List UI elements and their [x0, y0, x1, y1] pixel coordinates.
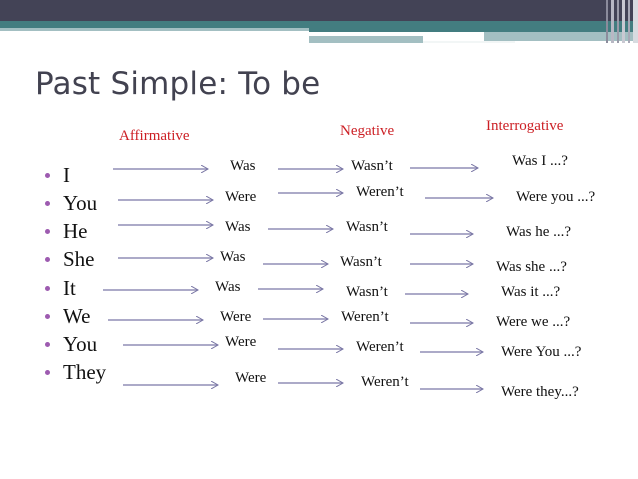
- header-band-light: [0, 28, 310, 31]
- header-band-faint: [423, 41, 515, 43]
- header-stripe: [622, 0, 625, 43]
- negative-word: Wasn’t: [351, 158, 393, 174]
- bullet-icon: [45, 229, 50, 234]
- header-band-accent-line: [309, 32, 638, 34]
- interrogative-word: Were You ...?: [501, 344, 582, 360]
- slide-title: Past Simple: To be: [35, 66, 321, 102]
- pronoun-text: She: [63, 247, 95, 271]
- negative-word: Weren’t: [356, 184, 404, 200]
- bullet-icon: [45, 173, 50, 178]
- pronoun-text: You: [63, 332, 98, 356]
- affirmative-word: Was: [215, 279, 241, 295]
- affirmative-word: Were: [220, 309, 252, 325]
- pronoun-text: It: [63, 276, 76, 300]
- interrogative-word: Was he ...?: [506, 224, 572, 240]
- bullet-icon: [45, 314, 50, 319]
- bullet-icon: [45, 201, 50, 206]
- bullet-icon: [45, 370, 50, 375]
- header-band-light-lower: [309, 36, 423, 43]
- pronoun-text: He: [63, 219, 88, 243]
- header-stripe: [606, 0, 608, 43]
- interrogative-word: Were we ...?: [496, 314, 571, 330]
- header-band-light-right: [484, 32, 638, 41]
- negative-word: Weren’t: [356, 339, 404, 355]
- bullet-icon: [45, 286, 50, 291]
- negative-word: Wasn’t: [340, 254, 382, 270]
- affirmative-word: Were: [235, 370, 267, 386]
- affirmative-word: Was: [220, 249, 246, 265]
- bullet-icon: [45, 257, 50, 262]
- header-interrogative: Interrogative: [486, 118, 564, 134]
- header-stripe: [611, 0, 614, 43]
- pronoun-text: You: [63, 191, 98, 215]
- pronoun-text: We: [63, 304, 91, 328]
- affirmative-word: Were: [225, 334, 257, 350]
- negative-word: Weren’t: [361, 374, 409, 390]
- affirmative-word: Were: [225, 189, 257, 205]
- negative-word: Wasn’t: [346, 284, 388, 300]
- interrogative-word: Was she ...?: [496, 259, 567, 275]
- header-stripe: [617, 0, 619, 43]
- affirmative-word: Was: [225, 219, 251, 235]
- interrogative-word: Were they...?: [501, 384, 579, 400]
- affirmative-word: Was: [230, 158, 256, 174]
- negative-word: Wasn’t: [346, 219, 388, 235]
- negative-word: Weren’t: [341, 309, 389, 325]
- pronoun-text: I: [63, 163, 70, 187]
- header-stripe: [628, 0, 630, 43]
- interrogative-word: Were you ...?: [516, 189, 596, 205]
- header-band-dark: [0, 0, 638, 21]
- header-band-teal: [0, 21, 638, 28]
- bullet-icon: [45, 342, 50, 347]
- header-band-teal-right: [309, 28, 638, 32]
- interrogative-word: Was it ...?: [501, 284, 561, 300]
- pronoun-text: They: [63, 360, 107, 384]
- interrogative-word: Was I ...?: [512, 153, 568, 169]
- header-negative: Negative: [340, 123, 395, 139]
- header-affirmative: Affirmative: [119, 128, 190, 144]
- header-stripe: [633, 0, 638, 43]
